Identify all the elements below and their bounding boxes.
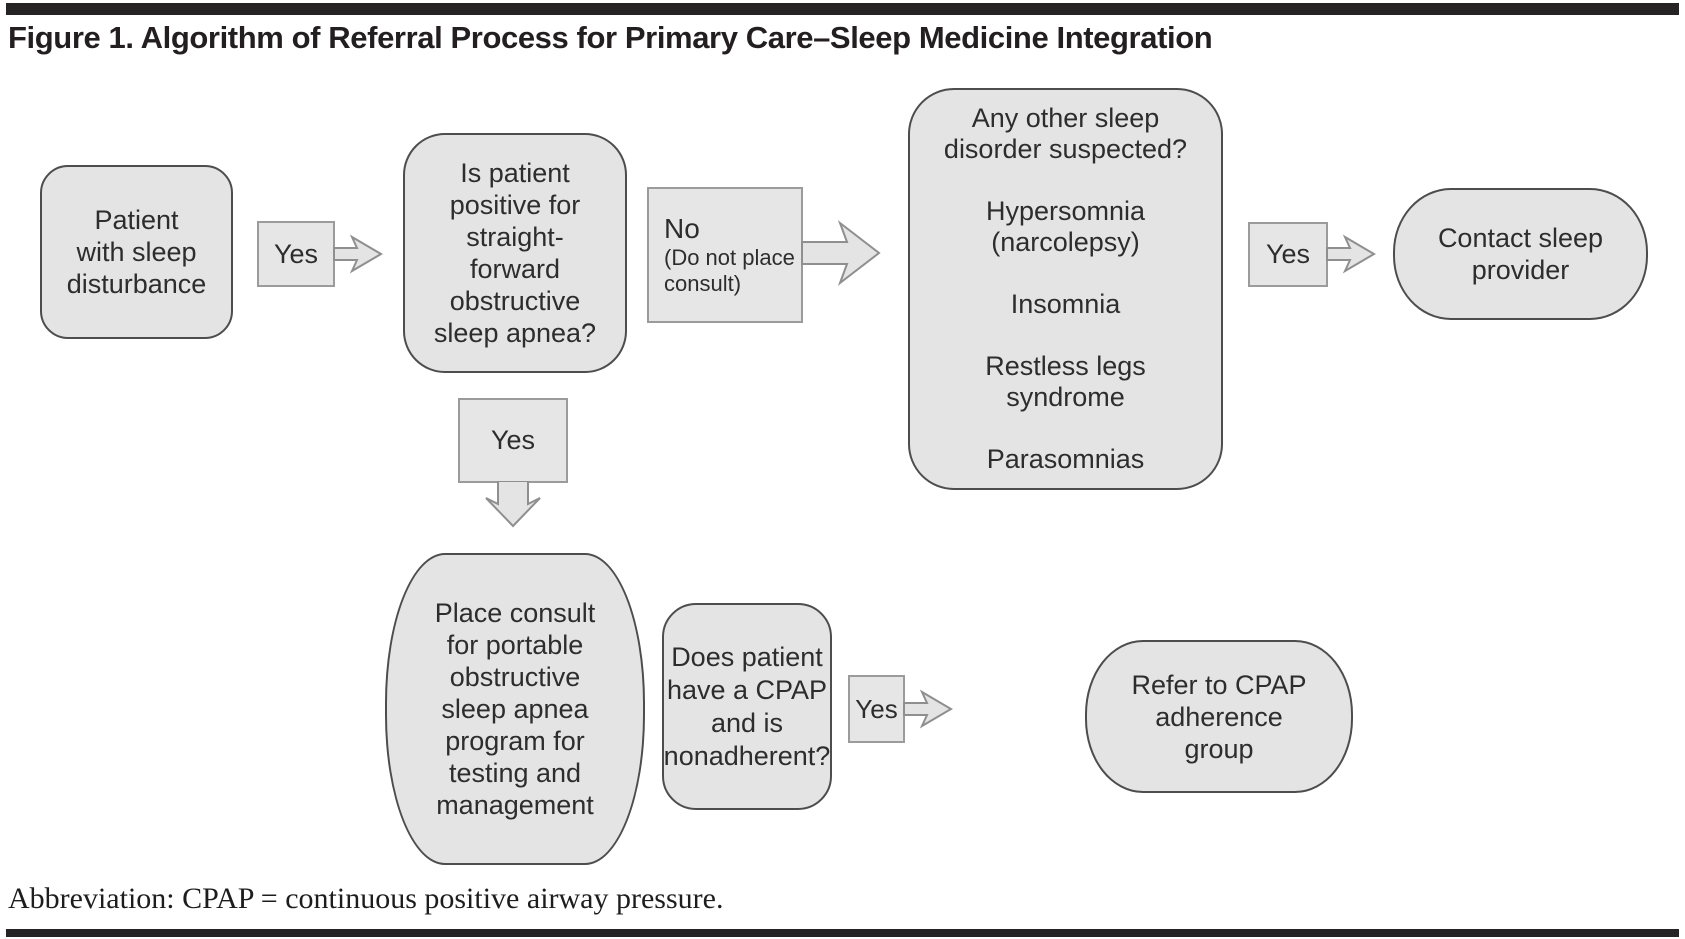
abbreviation-note: Abbreviation: CPAP = continuous positive…: [8, 882, 724, 915]
connector-label-no: No (Do not place consult): [647, 187, 803, 323]
node-patient-sleep-disturbance: Patient with sleep disturbance: [40, 165, 233, 339]
right-arrow-icon: [333, 234, 383, 274]
node-cpap-question: Does patient have a CPAP and is nonadher…: [662, 603, 832, 810]
node-place-consult: Place consult for portable obstructive s…: [385, 553, 645, 865]
down-arrow-icon: [485, 481, 541, 528]
connector-label-yes-1: Yes: [257, 221, 335, 287]
top-rule-bar: [6, 3, 1679, 15]
node-refer-cpap-group: Refer to CPAP adherence group: [1085, 640, 1353, 793]
node-contact-sleep-provider: Contact sleep provider: [1393, 188, 1648, 320]
bottom-rule-bar: [6, 929, 1679, 937]
right-arrow-icon: [903, 689, 953, 729]
connector-label-yes-4: Yes: [848, 675, 905, 743]
node-other-sleep-disorders: Any other sleep disorder suspected? Hype…: [908, 88, 1223, 490]
no-sublabel: (Do not place consult): [664, 245, 795, 296]
no-label: No: [664, 213, 700, 244]
figure-title: Figure 1. Algorithm of Referral Process …: [8, 20, 1213, 55]
connector-label-yes-2: Yes: [1248, 222, 1328, 287]
right-arrow-icon: [1326, 234, 1376, 274]
connector-label-yes-3: Yes: [458, 398, 568, 483]
node-osa-question: Is patient positive for straight- forwar…: [403, 133, 627, 373]
right-arrow-icon: [801, 220, 881, 286]
